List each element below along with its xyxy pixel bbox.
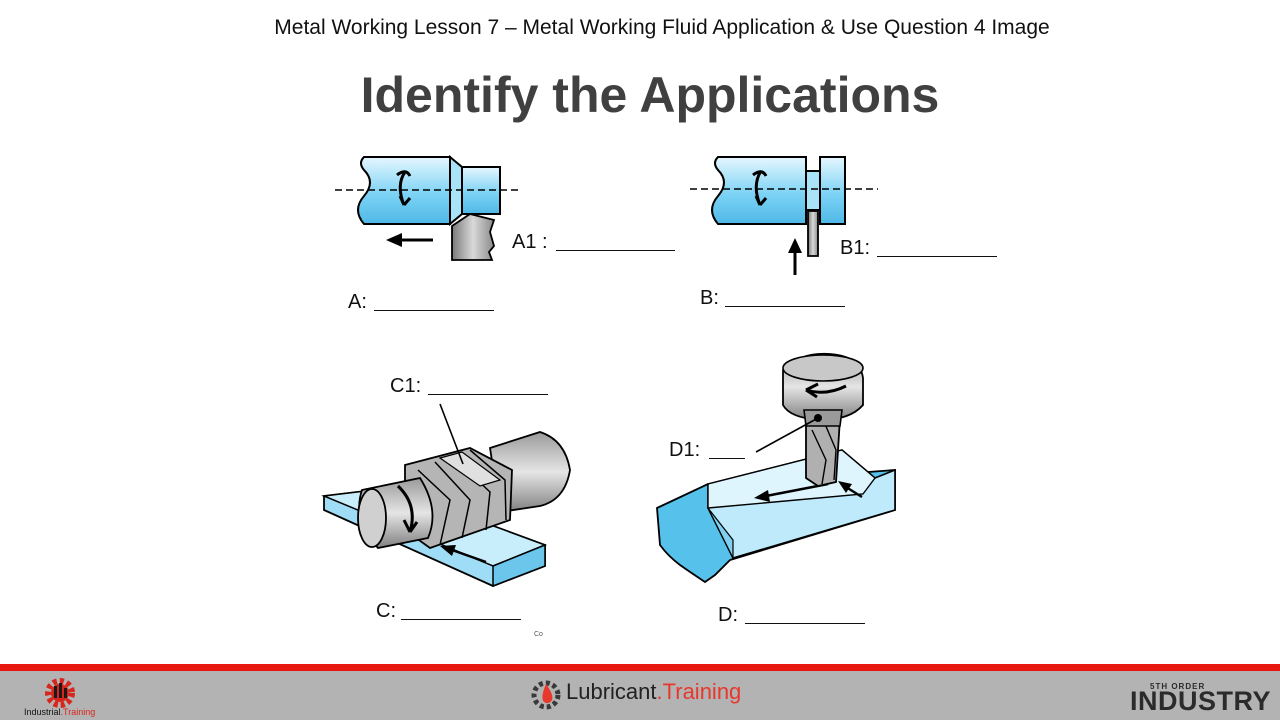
answer-blank-d[interactable]: [745, 623, 865, 624]
answer-blank-a[interactable]: [374, 310, 494, 311]
oil-drop-logo-icon: [531, 680, 561, 710]
rotation-arrow-icon: [398, 171, 412, 206]
label-c1: C1:: [390, 375, 422, 397]
lubricant-training-logo: Lubricant.Training: [566, 679, 741, 705]
figure-a-cutting-tool: [451, 213, 496, 261]
fifth-order-logo-big: INDUSTRY: [1130, 686, 1272, 716]
lesson-title: Metal Working Lesson 7 – Metal Working F…: [274, 16, 1050, 39]
label-b: B:: [700, 287, 719, 309]
answer-blank-b[interactable]: [725, 306, 845, 307]
answer-blank-b1[interactable]: [877, 256, 997, 257]
label-b1: B1:: [840, 237, 871, 259]
lubricant-training-logo-main: Lubricant: [566, 679, 657, 704]
industrial-training-logo-accent: .Training: [60, 707, 96, 717]
label-a1: A1 :: [512, 231, 548, 253]
feed-arrow-icon: [788, 238, 802, 275]
footer-accent-bar: [0, 664, 1280, 671]
figure-d-end-milling: [656, 352, 896, 584]
answer-blank-c1[interactable]: [428, 394, 548, 395]
fifth-order-logo-small: 5TH ORDER: [1150, 682, 1206, 691]
answer-blank-a1[interactable]: [556, 250, 675, 251]
page-title: Identify the Applications: [360, 67, 940, 123]
footer-bar: [0, 671, 1280, 720]
label-a: A:: [348, 291, 367, 313]
figure-b-parting-tool: [807, 210, 819, 257]
figure-b-workpiece: [690, 156, 878, 225]
caption-fragment: Co: [534, 631, 543, 638]
label-d: D:: [718, 604, 738, 626]
lubricant-training-logo-accent: .Training: [656, 679, 742, 704]
answer-blank-d1[interactable]: [709, 458, 745, 459]
feed-arrow-icon: [386, 233, 433, 247]
industrial-training-logo-main: Industrial: [24, 707, 61, 717]
label-d1: D1:: [669, 439, 701, 461]
answer-blank-c[interactable]: [401, 619, 521, 620]
figure-c-milling: [321, 403, 571, 588]
label-c: C:: [376, 600, 396, 622]
gear-logo-icon: [45, 678, 75, 708]
figure-a-workpiece: [335, 154, 520, 227]
industrial-training-logo: Industrial.Training: [24, 707, 95, 717]
